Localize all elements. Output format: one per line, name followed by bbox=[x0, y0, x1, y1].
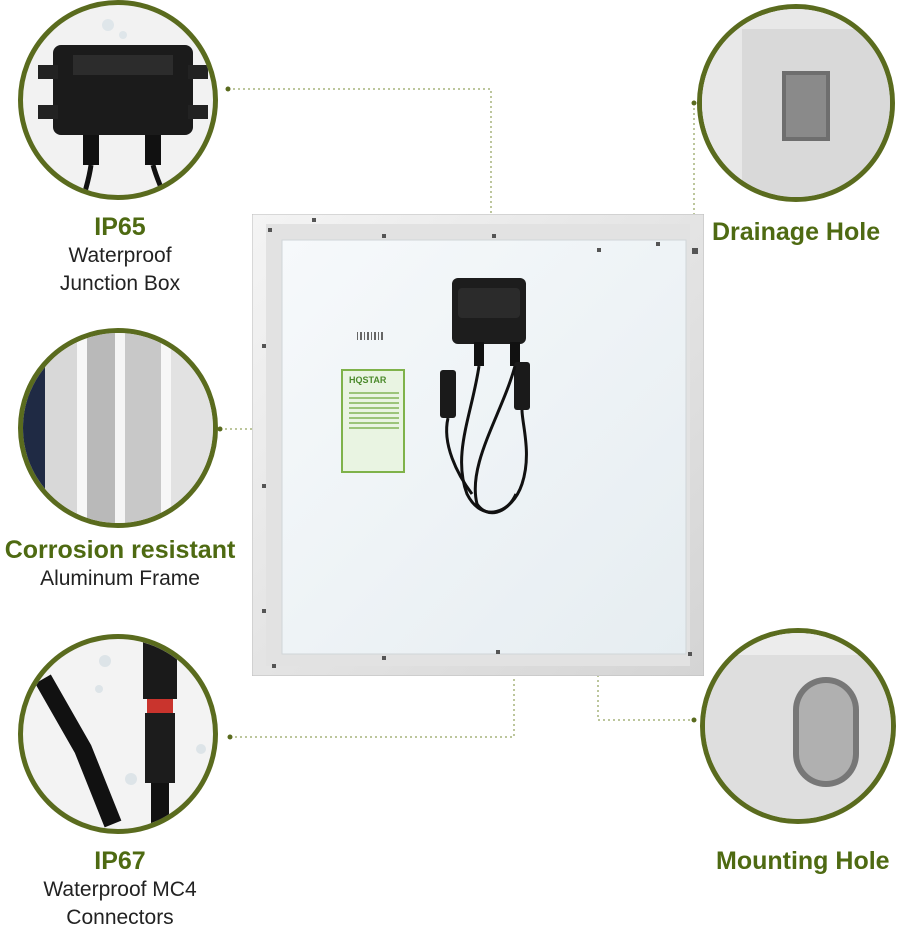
drainage-hole-closeup bbox=[697, 4, 895, 202]
connectors-line1: Waterproof MC4 bbox=[43, 878, 197, 901]
solar-panel bbox=[251, 213, 705, 677]
callout-junction-box: IP65 Waterproof Junction Box bbox=[30, 212, 210, 298]
junction-box-line1: Waterproof bbox=[68, 244, 172, 267]
junction-box-icon bbox=[38, 19, 208, 195]
connectors-line2: Connectors bbox=[66, 906, 174, 929]
mounting-title: Mounting Hole bbox=[716, 847, 890, 875]
leader-mounting bbox=[597, 655, 694, 721]
callout-connectors: IP67 Waterproof MC4 Connectors bbox=[20, 846, 220, 932]
mc4-connector-icon bbox=[35, 639, 206, 829]
frame-title: Corrosion resistant bbox=[4, 536, 236, 564]
frame-closeup bbox=[18, 328, 218, 528]
junction-box-closeup bbox=[18, 0, 218, 200]
callout-frame: Corrosion resistant Aluminum Frame bbox=[0, 535, 240, 593]
solar-panel-illustration bbox=[251, 213, 705, 677]
drainage-title: Drainage Hole bbox=[712, 218, 881, 246]
mounting-hole-closeup bbox=[700, 628, 896, 824]
junction-box-title: IP65 bbox=[94, 213, 146, 241]
connectors-closeup bbox=[18, 634, 218, 834]
junction-box-line2: Junction Box bbox=[59, 272, 181, 295]
frame-line1: Aluminum Frame bbox=[40, 567, 200, 590]
frame-profile-icon bbox=[23, 333, 213, 523]
mounting-hole-icon bbox=[705, 633, 891, 819]
drainage-hole-icon bbox=[702, 9, 890, 197]
connectors-title: IP67 bbox=[94, 847, 146, 875]
spec-label-brand: HQSTAR bbox=[349, 375, 387, 385]
spec-label: HQSTAR bbox=[341, 369, 405, 473]
